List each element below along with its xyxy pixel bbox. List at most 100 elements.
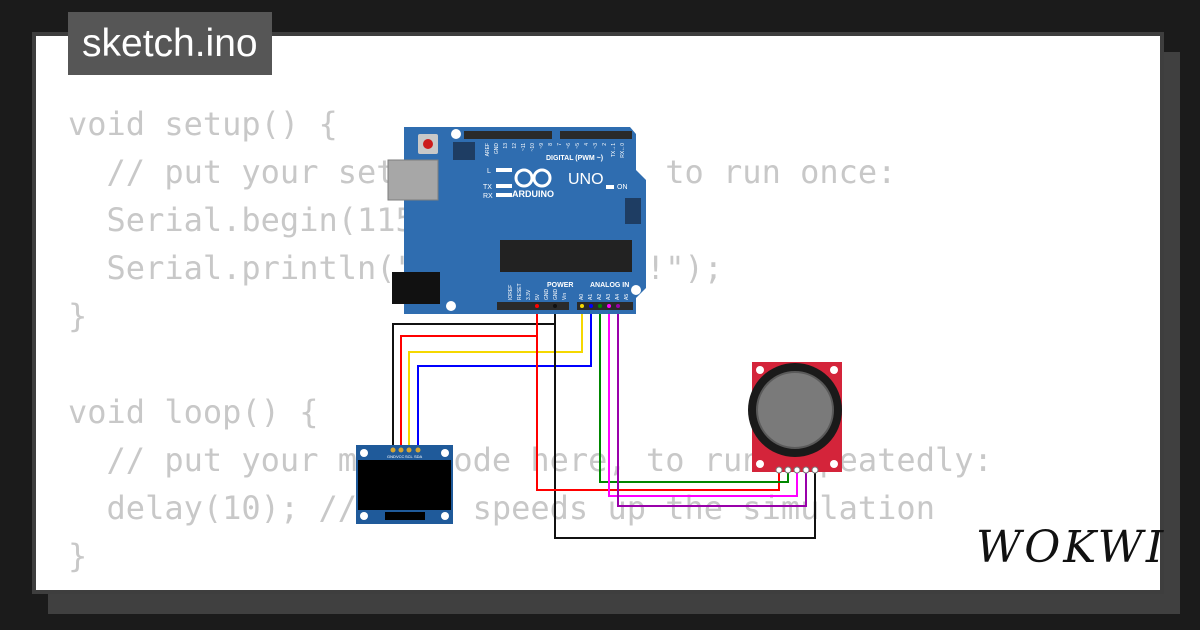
led-label-tx: TX xyxy=(483,184,492,191)
joystick-pin-sel[interactable] xyxy=(802,466,810,474)
pin-label: 3.3V xyxy=(526,289,532,300)
mounting-hole xyxy=(441,512,449,520)
oled-display[interactable]: GND VCC SCL SDA xyxy=(356,445,453,524)
pin-label: AREF xyxy=(485,143,491,156)
reset-button-cap xyxy=(423,139,433,149)
wire-joystick-gnd[interactable] xyxy=(554,306,816,539)
pin-5v[interactable] xyxy=(535,304,539,308)
wire-joystick-sel[interactable] xyxy=(617,306,807,507)
arduino-uno-board[interactable]: UNO ARDUINO DIGITAL (PWM ~) POWER ANALOG… xyxy=(387,127,647,314)
power-label: POWER xyxy=(547,282,573,289)
pin-label: IOREF xyxy=(508,285,514,300)
pin-a4[interactable] xyxy=(616,304,620,308)
oled-pin-sda[interactable] xyxy=(415,447,421,453)
analog-label: ANALOG IN xyxy=(590,282,629,289)
dc-power-jack xyxy=(392,272,440,304)
usb-port xyxy=(387,159,439,201)
pin-gnd[interactable] xyxy=(553,304,557,308)
pin-label: A0 xyxy=(579,294,585,300)
code-line: } xyxy=(68,297,88,335)
power-header xyxy=(497,302,569,310)
pin-label: 13 xyxy=(503,143,509,149)
mounting-hole xyxy=(451,129,461,139)
pin-label: 5V xyxy=(535,293,541,300)
icsp-header-right xyxy=(625,198,641,224)
pin-label: A1 xyxy=(588,294,594,300)
wire-oled-scl[interactable] xyxy=(408,306,583,450)
digital-header-left xyxy=(464,131,552,139)
oled-pin-label: VCC xyxy=(396,454,405,459)
oled-pin-vcc[interactable] xyxy=(398,447,404,453)
analog-joystick[interactable] xyxy=(748,362,842,474)
file-tab[interactable]: sketch.ino xyxy=(68,12,272,75)
oled-pin-scl[interactable] xyxy=(406,447,412,453)
pin-label: 2 xyxy=(602,143,608,146)
led-l xyxy=(496,168,512,172)
pin-a2[interactable] xyxy=(598,304,602,308)
pin-label: 7 xyxy=(557,143,563,146)
mounting-hole xyxy=(637,130,647,140)
mounting-hole xyxy=(830,366,838,374)
oled-pin-label: SDA xyxy=(414,454,423,459)
pin-label: ~5 xyxy=(575,143,581,149)
pin-a3[interactable] xyxy=(607,304,611,308)
code-line: void loop() { xyxy=(68,393,319,431)
pin-label: ~11 xyxy=(521,143,527,151)
led-tx xyxy=(496,184,512,188)
oled-screen xyxy=(358,460,451,510)
mounting-hole xyxy=(360,449,368,457)
pin-label: RX←0 xyxy=(620,143,626,158)
pin-label: ~6 xyxy=(566,143,572,149)
led-on xyxy=(606,185,614,189)
wire-oled-sda[interactable] xyxy=(417,306,592,450)
oled-pin-label: SCL xyxy=(405,454,414,459)
pin-label: GND xyxy=(544,289,550,301)
pin-label: GND xyxy=(553,289,559,301)
wire-joystick-vert[interactable] xyxy=(599,306,789,483)
joystick-pin-gnd[interactable] xyxy=(811,466,819,474)
joystick-pin-vcc[interactable] xyxy=(775,466,783,474)
wokwi-logo: WOKWI xyxy=(976,522,1167,573)
mounting-hole xyxy=(756,366,764,374)
joystick-knob[interactable] xyxy=(756,371,834,449)
wire-joystick-horz[interactable] xyxy=(608,306,798,497)
joystick-pin-horz[interactable] xyxy=(793,466,801,474)
model-label: UNO xyxy=(568,171,604,188)
code-line: void setup() { xyxy=(68,105,338,143)
pin-a0[interactable] xyxy=(580,304,584,308)
pin-label: A3 xyxy=(606,294,612,300)
pin-label: RESET xyxy=(517,283,523,300)
pin-label: ~3 xyxy=(593,143,599,149)
digital-label: DIGITAL (PWM ~) xyxy=(546,155,603,162)
joystick-pin-vert[interactable] xyxy=(784,466,792,474)
brand-label: ARDUINO xyxy=(512,189,554,199)
wire-joystick-vcc[interactable] xyxy=(536,306,780,491)
pin-label: GND xyxy=(494,143,500,155)
led-rx xyxy=(496,193,512,197)
pin-label: A5 xyxy=(624,294,630,300)
analog-header xyxy=(577,302,633,310)
oled-pin-gnd[interactable] xyxy=(390,447,396,453)
pin-label: 4 xyxy=(584,143,590,146)
code-line: } xyxy=(68,537,88,575)
oled-pin-label: GND xyxy=(387,454,396,459)
pin-label: A2 xyxy=(597,294,603,300)
mounting-hole xyxy=(631,285,641,295)
pin-a1[interactable] xyxy=(589,304,593,308)
header-wire-ends xyxy=(535,304,620,308)
pin-label: ~9 xyxy=(539,143,545,149)
pin-label: Vin xyxy=(562,293,568,300)
mounting-hole xyxy=(360,512,368,520)
on-label: ON xyxy=(617,184,628,191)
pin-label: 12 xyxy=(512,143,518,149)
oled-ribbon xyxy=(385,512,425,520)
pin-label: A4 xyxy=(615,294,621,300)
arduino-infinity-logo xyxy=(514,168,552,188)
mounting-hole xyxy=(446,301,456,311)
pin-label: 8 xyxy=(548,143,554,146)
wire-oled-vcc[interactable] xyxy=(400,306,538,450)
icsp-header xyxy=(453,142,475,160)
